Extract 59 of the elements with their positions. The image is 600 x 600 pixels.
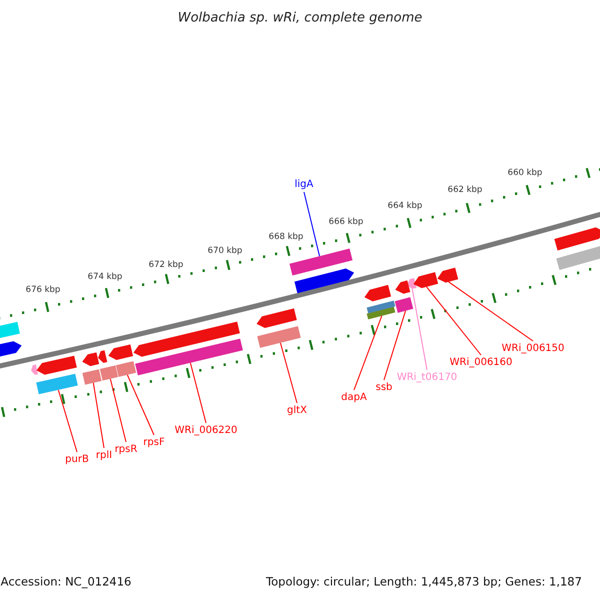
scale-label: 660 kbp <box>508 168 542 178</box>
gene-label: purB <box>65 455 89 465</box>
gene-feature <box>364 284 392 302</box>
gene-bar <box>556 246 600 270</box>
map-title: Wolbachia sp. wRi, complete genome <box>178 12 422 24</box>
leader-line <box>92 382 104 448</box>
scale-label: 662 kbp <box>448 186 482 194</box>
gene-feature <box>294 268 354 294</box>
gene-label: rpsR <box>114 445 138 455</box>
gene-bar <box>257 326 301 348</box>
gene-label: ssb <box>376 383 392 393</box>
gene-bar <box>366 306 396 320</box>
gene-label: rpsF <box>143 438 165 448</box>
leader-line <box>58 389 78 452</box>
gene-label: WRi_006150 <box>502 344 564 354</box>
leader-line <box>280 342 298 404</box>
gene-feature <box>554 227 600 251</box>
leader-line <box>384 310 406 380</box>
scale-label: 672 kbp <box>148 260 184 270</box>
gene-feature <box>133 322 240 357</box>
gene-label: WRi_006220 <box>174 426 238 436</box>
gene-label: gltX <box>287 406 307 416</box>
scale-label: 664 kbp <box>388 202 422 210</box>
scale-label: 670 kbp <box>208 246 242 256</box>
leader-line <box>126 374 154 436</box>
gene-feature <box>413 272 438 288</box>
gene-bar <box>82 369 102 385</box>
gene-bar <box>135 338 243 376</box>
scale-label: 666 kbp <box>328 218 364 226</box>
gene-label: ligA <box>294 180 314 190</box>
genome-summary-text: Topology: circular; Length: 1,445,873 bp; Genes: 1,187 <box>266 576 582 588</box>
gene-label: WRi_006160 <box>450 358 512 368</box>
gene-bar <box>100 365 118 381</box>
gene-feature <box>395 280 410 294</box>
leader-line <box>304 192 320 257</box>
leader-line <box>448 281 534 342</box>
leader-line <box>110 378 126 442</box>
leader-line <box>354 315 382 390</box>
gene-bar <box>0 322 20 340</box>
gene-label: WRi_t06170 <box>396 373 458 383</box>
gene-bar <box>289 248 353 276</box>
gene-bar <box>116 361 136 377</box>
gene-feature <box>406 278 417 289</box>
gene-bar <box>366 300 396 314</box>
accession-text: Accession: NC_012416 <box>0 576 132 588</box>
scale-label: 668 kbp <box>268 232 304 242</box>
gene-feature <box>0 341 22 358</box>
gene-label: rplI <box>96 451 112 461</box>
gene-bar <box>36 374 78 394</box>
leader-line <box>412 288 428 370</box>
gene-feature <box>256 308 297 328</box>
scale-label: 676 kbp <box>26 286 60 294</box>
gene-feature <box>437 268 458 283</box>
gene-label: dapA <box>341 393 367 403</box>
gene-feature <box>36 356 77 375</box>
gene-bar <box>394 297 414 313</box>
gene-feature <box>31 364 38 375</box>
scale-label: 674 kbp <box>88 272 122 282</box>
leader-line <box>426 286 482 356</box>
